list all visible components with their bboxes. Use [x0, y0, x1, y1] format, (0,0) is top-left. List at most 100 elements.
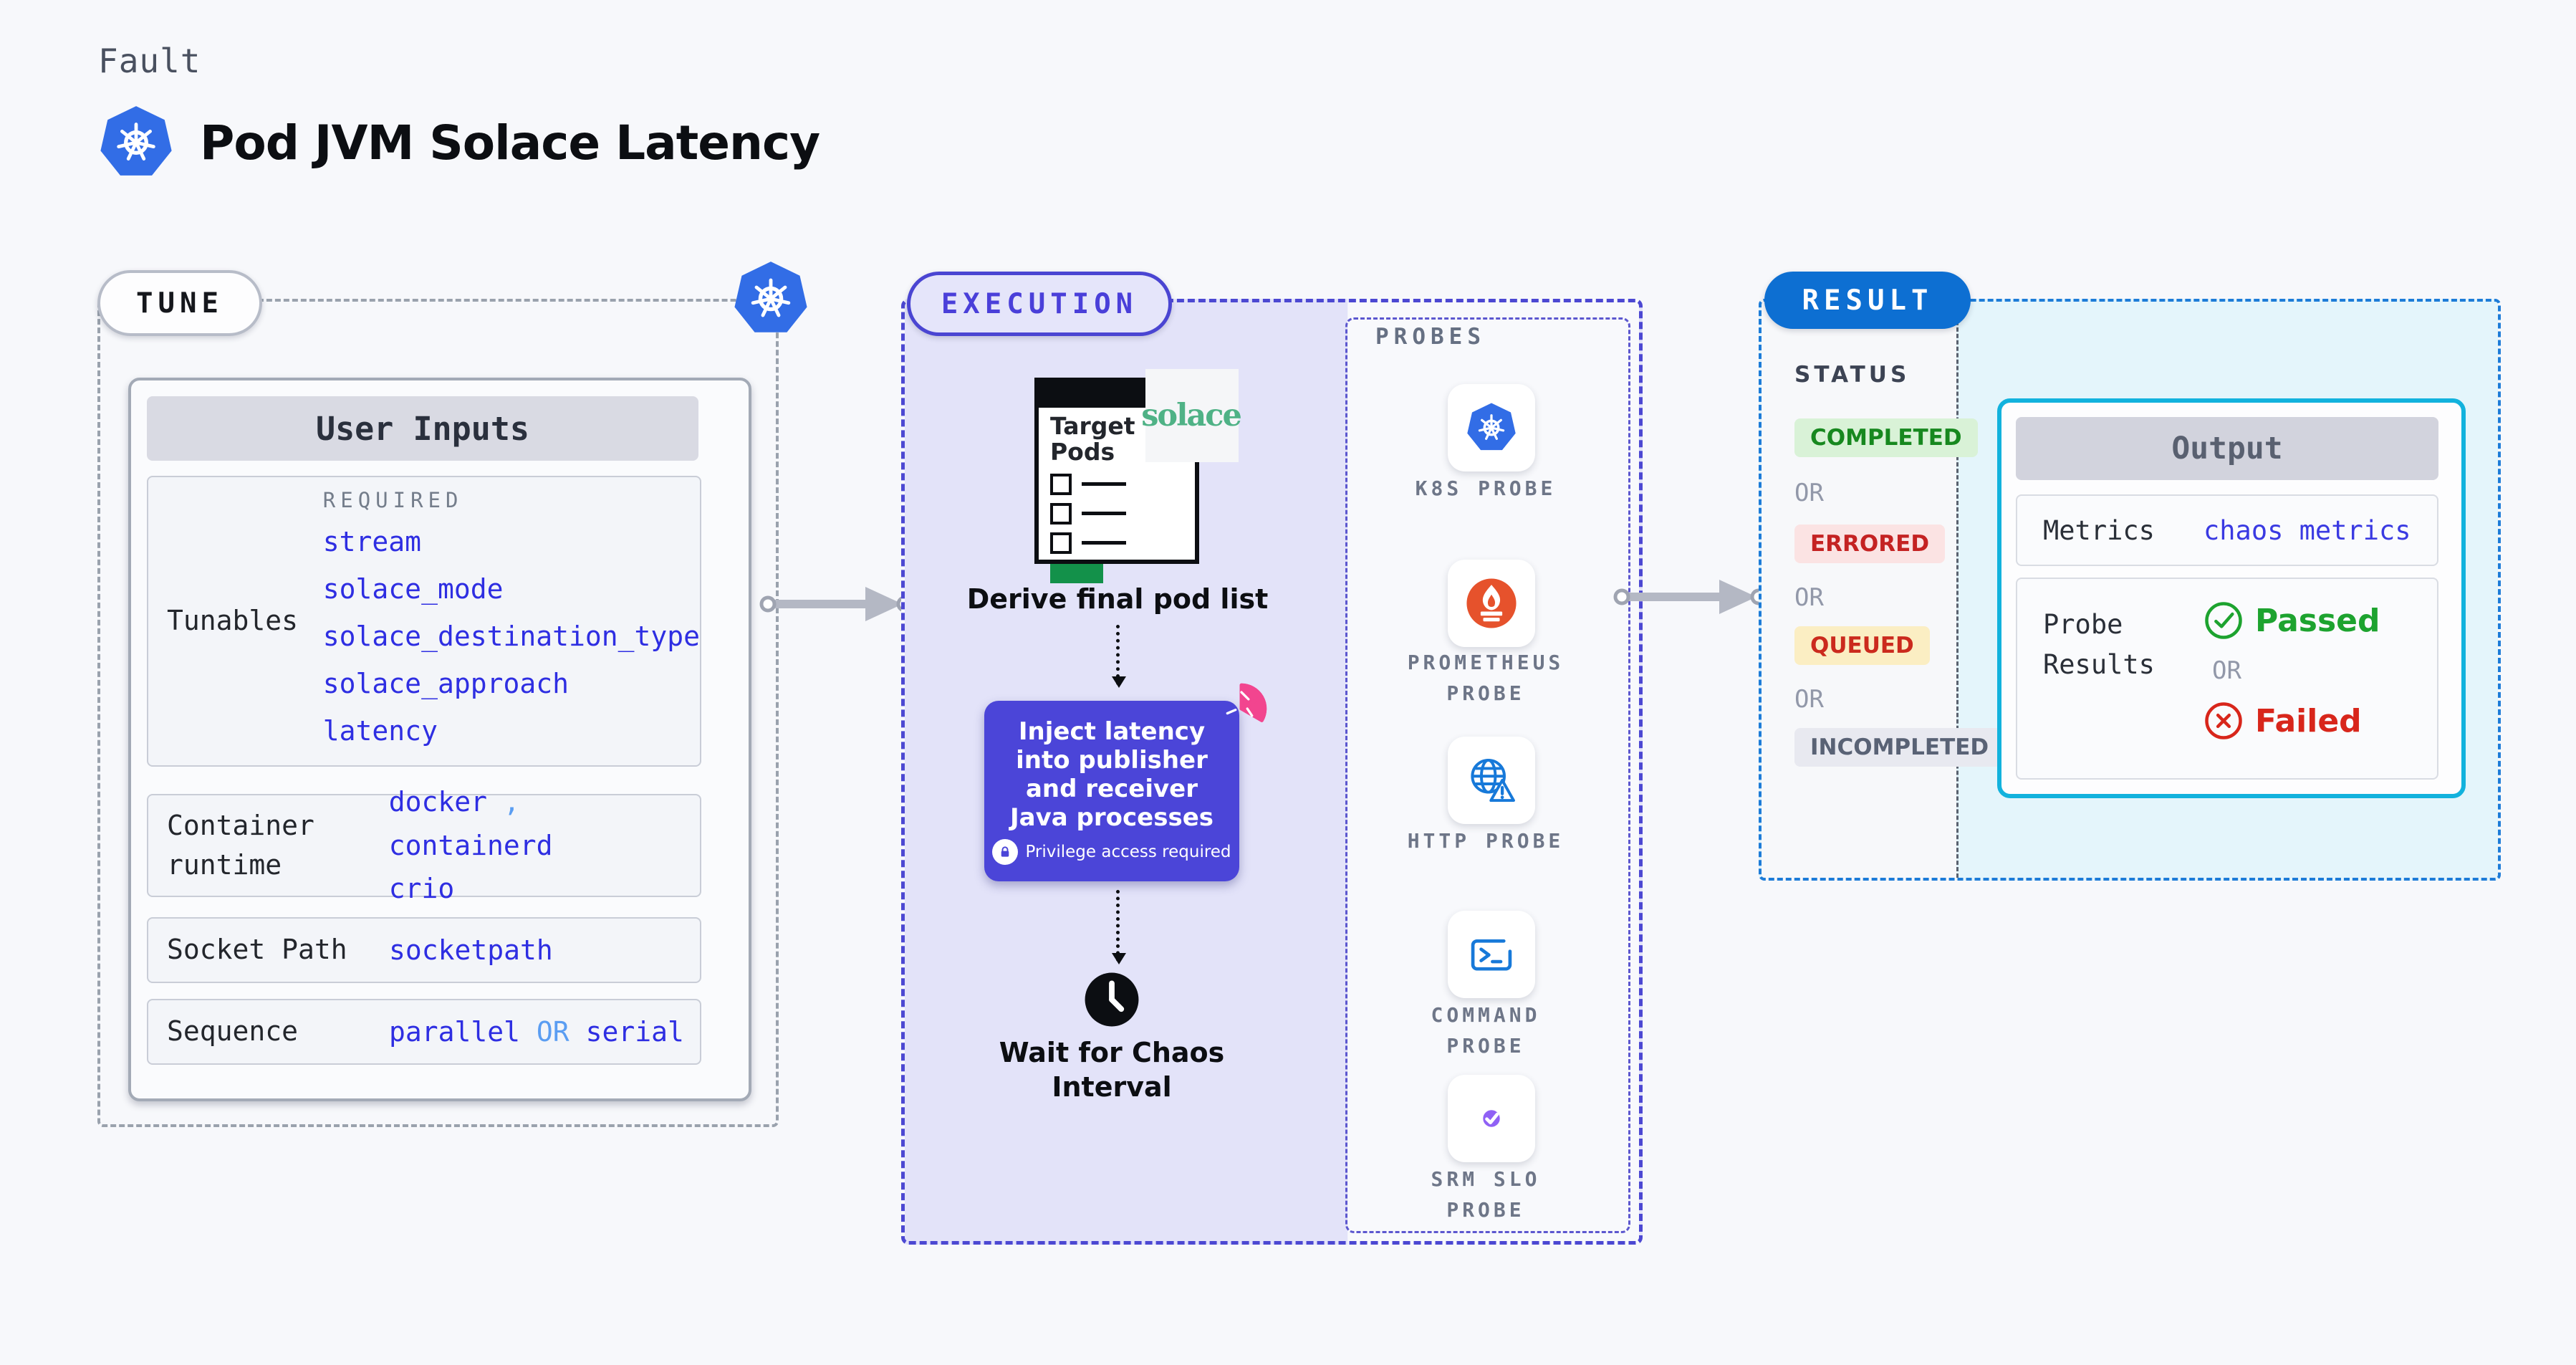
pod-list-item — [1050, 473, 1195, 495]
required-label: REQUIRED — [322, 487, 463, 512]
probe-card-http — [1448, 737, 1535, 824]
probe-card-k8s — [1448, 384, 1535, 471]
tunables-row: Tunables REQUIRED stream solace_mode sol… — [147, 476, 701, 767]
execution-badge: EXECUTION — [907, 272, 1172, 336]
kubernetes-icon — [732, 258, 809, 340]
metrics-label: Metrics — [2043, 514, 2155, 546]
socket-path-label: Socket Path — [167, 934, 347, 966]
fault-kind-label: Fault — [98, 42, 201, 80]
chaos-metrics-link[interactable]: chaos metrics — [2203, 514, 2411, 546]
status-badge-queued: QUEUED — [1794, 626, 1930, 665]
page-title: Pod JVM Solace Latency — [200, 115, 820, 171]
flow-arrow-down — [1112, 625, 1126, 688]
target-pods-window: Target Pods — [1034, 378, 1199, 583]
kubernetes-icon — [1466, 402, 1517, 454]
user-inputs-header: User Inputs — [147, 396, 698, 461]
check-circle-icon — [2203, 600, 2244, 641]
target-pods-title: Target Pods — [1050, 412, 1135, 466]
runtime-value-containerd[interactable]: containerd — [388, 829, 553, 861]
status-title: STATUS — [1794, 362, 1911, 388]
probe-card-command — [1448, 911, 1535, 998]
checkbox-icon[interactable] — [1050, 502, 1072, 525]
tunables-label: Tunables — [167, 605, 299, 637]
probe-results-row: Probe Results Passed OR Failed — [2016, 578, 2438, 780]
inject-latency-step: Inject latency into publisher and receiv… — [984, 701, 1239, 881]
checkbox-icon[interactable] — [1050, 473, 1072, 495]
tunable-link-stream[interactable]: stream — [322, 525, 422, 557]
status-or-separator: OR — [1794, 479, 1824, 507]
prometheus-icon — [1466, 578, 1517, 629]
metrics-row: Metrics chaos metrics — [2016, 494, 2438, 566]
sequence-row: Sequence parallel OR serial — [147, 999, 701, 1065]
chaos-icon — [1212, 679, 1271, 738]
confirm-button[interactable] — [1050, 563, 1103, 583]
probe-card-prometheus — [1448, 560, 1535, 647]
tunable-link-latency[interactable]: latency — [322, 715, 438, 747]
inject-latency-text: Inject latency into publisher and receiv… — [1010, 717, 1213, 833]
derive-pod-list-label: Derive final pod list — [966, 583, 1269, 615]
socket-path-value[interactable]: socketpath — [389, 934, 553, 966]
probe-label-srm-slo: SRM SLO PROBE — [1431, 1167, 1541, 1222]
probes-title: PROBES — [1375, 324, 1486, 350]
http-globe-icon — [1466, 755, 1517, 806]
probe-label-http: HTTP PROBE — [1407, 829, 1565, 853]
pod-list-item — [1050, 532, 1195, 554]
probe-label-command: COMMAND PROBE — [1431, 1003, 1541, 1058]
status-badge-errored: ERRORED — [1794, 525, 1946, 563]
privilege-row: Privilege access required — [992, 839, 1231, 866]
status-or-separator: OR — [1794, 685, 1824, 714]
result-badge: RESULT — [1764, 272, 1971, 329]
tunable-link-solace-destination-type[interactable]: solace_destination_type — [322, 620, 700, 652]
pod-line — [1082, 482, 1126, 487]
passed-label: Passed — [2255, 602, 2380, 639]
container-runtime-row: Container runtime docker , containerd cr… — [147, 786, 701, 904]
sequence-or-label: OR — [536, 1015, 569, 1048]
checkbox-icon[interactable] — [1050, 532, 1072, 554]
wait-chaos-interval-label: Wait for Chaos Interval — [999, 1037, 1225, 1103]
output-card: Output Metrics chaos metrics Probe Resul… — [1997, 398, 2466, 798]
tune-section-box — [97, 299, 779, 1127]
failed-line: Failed — [2203, 701, 2380, 741]
status-badge-incompleted: INCOMPLETED — [1794, 728, 2005, 767]
lock-icon — [992, 839, 1019, 866]
terminal-icon — [1466, 929, 1517, 980]
socket-path-row: Socket Path socketpath — [147, 917, 701, 983]
runtime-separator: , — [503, 785, 520, 818]
pod-line — [1082, 541, 1126, 545]
passed-line: Passed — [2203, 600, 2380, 641]
clock-icon — [1084, 972, 1140, 1028]
probe-card-srm-slo — [1448, 1075, 1535, 1162]
runtime-value-crio[interactable]: crio — [388, 873, 455, 905]
status-output-divider — [1956, 302, 1959, 878]
pod-list-item — [1050, 502, 1195, 525]
probe-label-prometheus: PROMETHEUS PROBE — [1407, 651, 1565, 706]
flow-arrow-down — [1112, 890, 1126, 964]
output-header: Output — [2016, 417, 2438, 480]
x-circle-icon — [2203, 701, 2244, 741]
runtime-value-docker[interactable]: docker — [388, 785, 487, 818]
page-title-row: Pod JVM Solace Latency — [98, 102, 820, 183]
pod-line — [1082, 512, 1126, 516]
kubernetes-icon — [98, 102, 174, 183]
probes-section-box — [1345, 317, 1630, 1233]
solace-logo-text: solace — [1141, 398, 1242, 434]
tunable-link-solace-approach[interactable]: solace_approach — [322, 668, 569, 700]
execution-to-result-arrow — [1613, 580, 1766, 614]
tunable-link-solace-mode[interactable]: solace_mode — [322, 573, 504, 605]
slo-gauge-icon — [1466, 1093, 1517, 1144]
privilege-access-label: Privilege access required — [1025, 843, 1231, 862]
status-badge-completed: COMPLETED — [1794, 418, 1978, 457]
tune-badge: TUNE — [97, 270, 262, 336]
sequence-label: Sequence — [167, 1015, 299, 1048]
solace-logo: solace — [1141, 369, 1242, 462]
user-inputs-card: User Inputs Tunables REQUIRED stream sol… — [128, 378, 751, 1101]
output-or-separator: OR — [2212, 656, 2241, 685]
sequence-value-parallel[interactable]: parallel — [389, 1015, 521, 1048]
probe-label-k8s: K8S PROBE — [1415, 476, 1557, 500]
tune-to-execution-arrow — [759, 587, 912, 621]
container-runtime-label: Container runtime — [167, 809, 314, 881]
status-or-separator: OR — [1794, 583, 1824, 612]
probe-results-label: Probe Results — [2043, 609, 2155, 680]
sequence-value-serial[interactable]: serial — [585, 1015, 684, 1048]
